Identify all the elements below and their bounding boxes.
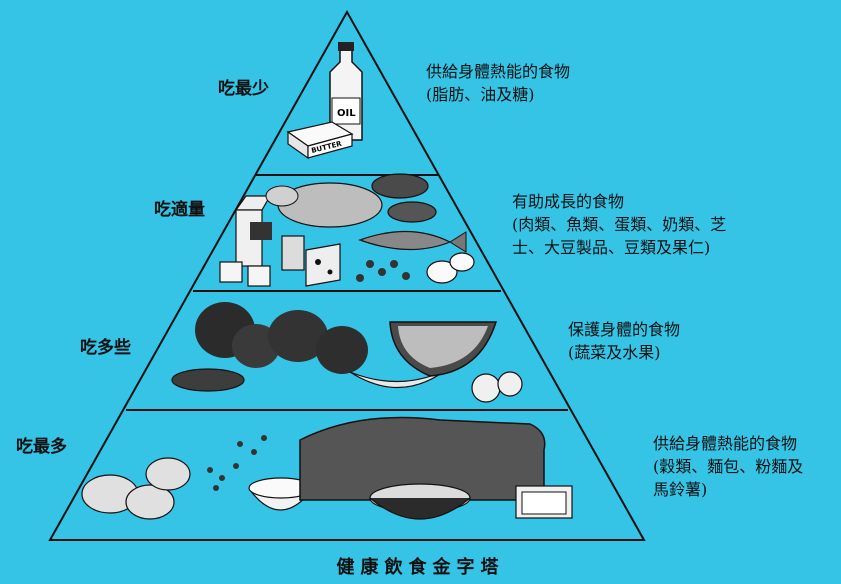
level-label-moderate: 吃適量 xyxy=(154,200,205,220)
level-description-moderate: 有助成長的食物 (肉類、魚類、蛋類、奶類、芝 士、大豆製品、豆類及果仁) xyxy=(512,190,726,259)
grains-bread-potatoes-illustration xyxy=(81,416,573,520)
description-line: (肉類、魚類、蛋類、奶類、芝 xyxy=(512,215,727,234)
pyramid-outline xyxy=(48,9,646,541)
level-label-most: 吃最多 xyxy=(16,437,67,457)
description-line: 士、大豆製品、豆類及果仁) xyxy=(512,238,711,257)
description-line: 供給身體熱能的食物 xyxy=(653,434,798,453)
description-line: 有助成長的食物 xyxy=(512,192,625,211)
diagram-title: 健康飲食金字塔 xyxy=(336,557,505,578)
level-description-most: 供給身體熱能的食物 (穀類、麵包、粉麵及 馬鈴薯) xyxy=(653,432,803,501)
level-description-more: 保護身體的食物 (蔬菜及水果) xyxy=(568,318,680,364)
description-line: (脂肪、油及糖) xyxy=(426,85,535,104)
oil-label-text: OIL xyxy=(337,108,356,119)
description-line: (蔬菜及水果) xyxy=(568,343,661,362)
protein-foods-illustration xyxy=(219,173,475,287)
butter-block-illustration: BUTTER xyxy=(286,121,354,160)
description-line: 供給身體熱能的食物 xyxy=(426,62,571,81)
level-description-least: 供給身體熱能的食物 (脂肪、油及糖) xyxy=(426,60,570,106)
level-label-least: 吃最少 xyxy=(218,79,269,99)
level-label-more: 吃多些 xyxy=(80,338,131,358)
description-line: 保護身體的食物 xyxy=(568,320,681,339)
oil-bottle-illustration: OIL xyxy=(329,42,363,141)
description-line: (穀類、麵包、粉麵及 xyxy=(653,457,804,476)
vegetables-fruit-illustration xyxy=(171,302,523,403)
description-line: 馬鈴薯) xyxy=(653,480,708,499)
